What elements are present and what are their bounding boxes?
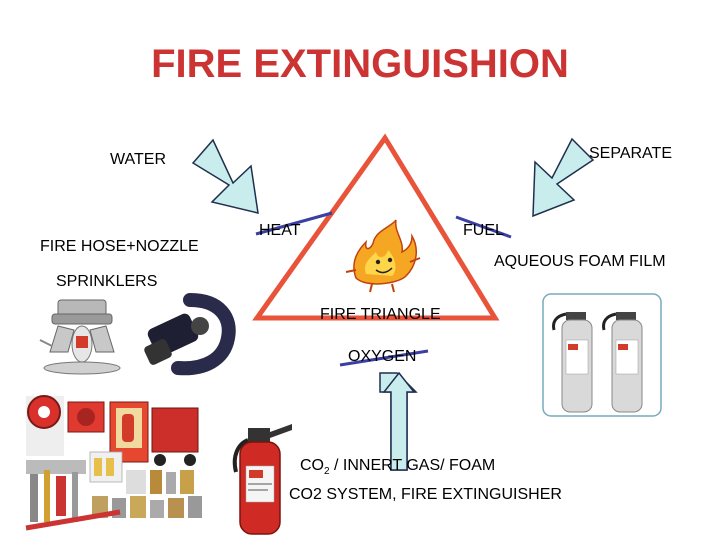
foam-label: AQUEOUS FOAM FILM (494, 253, 666, 270)
hose-nozzle-label: FIRE HOSE+NOZZLE (40, 238, 199, 255)
fire-triangle (252, 133, 500, 321)
heat-strike (255, 211, 333, 236)
co2-arrow (382, 371, 416, 471)
separate-label: SEPARATE (589, 145, 672, 162)
co2-subscript: 2 (324, 466, 330, 478)
red-extinguisher-icon (232, 424, 292, 535)
water-label: WATER (110, 151, 166, 168)
fire-mascot-icon (345, 219, 421, 293)
water-arrow (191, 138, 259, 214)
co2-system-label: CO2 SYSTEM, FIRE EXTINGUISHER (289, 486, 562, 503)
oxygen-label: OXYGEN (348, 348, 417, 365)
sprinkler-icon (39, 299, 121, 375)
co2-suffix: / INNERT GAS/ FOAM (329, 457, 496, 474)
foam-extinguisher-left-icon (552, 312, 593, 413)
hose-nozzle-icon (144, 293, 236, 376)
page-title: FIRE EXTINGUISHION (151, 42, 569, 86)
co2-prefix: CO (300, 457, 324, 474)
foam-extinguisher-image (542, 293, 662, 417)
fire-equipment-collage-image (25, 395, 202, 531)
sprinklers-label: SPRINKLERS (56, 273, 158, 290)
co2-method-label: CO2 / INNERT GAS/ FOAM (300, 457, 495, 477)
foam-extinguisher-right-icon (602, 312, 643, 413)
oxygen-strike (339, 349, 429, 367)
fuel-label: FUEL (463, 222, 504, 239)
heat-label: HEAT (259, 222, 301, 239)
fire-triangle-label: FIRE TRIANGLE (320, 306, 441, 323)
separate-arrow (532, 137, 595, 218)
fuel-strike (455, 215, 512, 239)
